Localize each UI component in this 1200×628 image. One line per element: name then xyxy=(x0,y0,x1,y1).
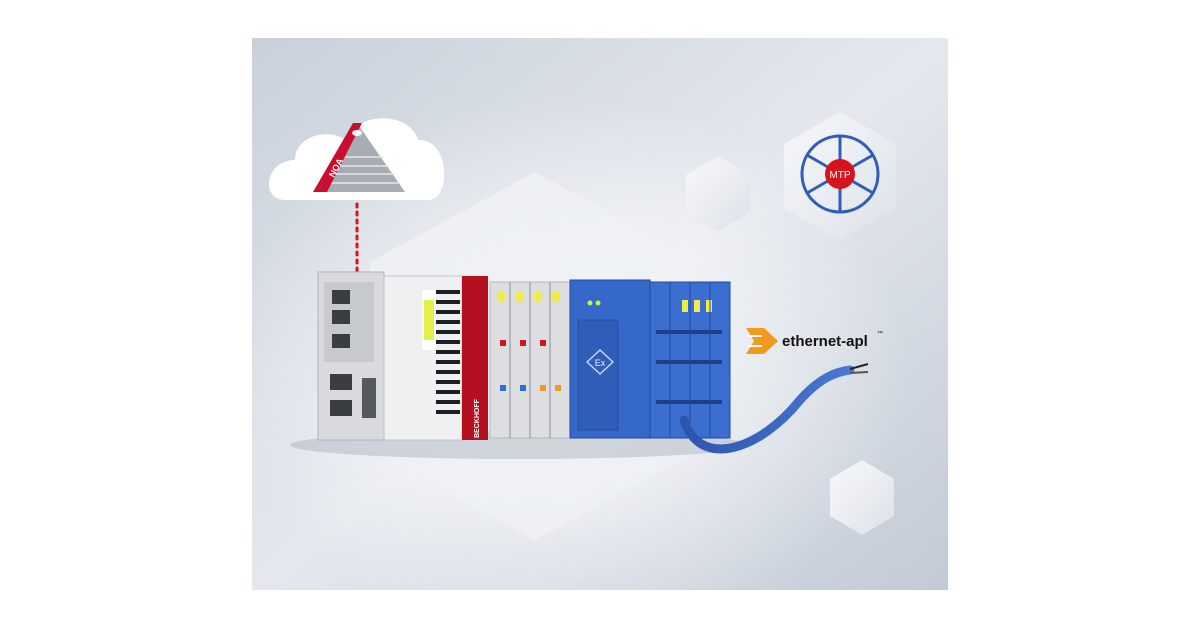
ex-label: Ex xyxy=(595,358,606,368)
io-terminals-blue xyxy=(649,281,731,439)
arrow-icon xyxy=(746,328,778,354)
mtp-badge: MTP xyxy=(784,112,896,240)
trademark: ™ xyxy=(877,330,883,337)
cpu-module: BECKHOFF xyxy=(383,275,488,441)
ethernet-apl-label: ethernet-apl xyxy=(782,333,868,350)
controller-device xyxy=(317,271,385,441)
small-hexagon-top xyxy=(686,156,750,231)
ex-icon xyxy=(586,349,614,375)
brand-label: BECKHOFF xyxy=(474,398,481,438)
noa-cloud: NOA xyxy=(268,118,445,200)
small-hexagon-bottom xyxy=(830,460,894,535)
io-terminals-gray xyxy=(489,281,571,439)
ex-module: Ex xyxy=(569,279,651,439)
mtp-label: MTP xyxy=(829,170,850,181)
ethernet-apl-logo: ethernet-apl ™ xyxy=(746,328,883,354)
apl-cable xyxy=(679,365,855,454)
